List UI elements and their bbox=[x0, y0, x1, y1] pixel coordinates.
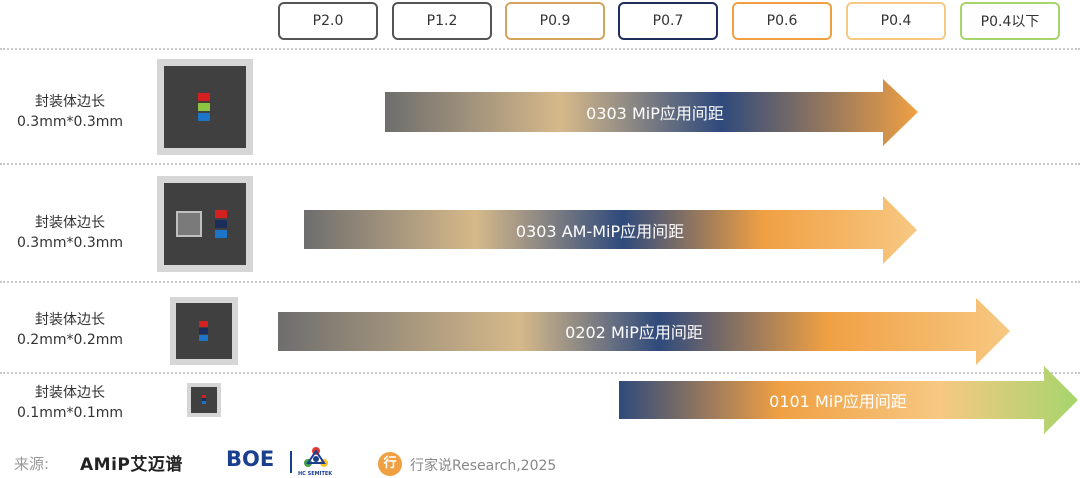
logo-divider bbox=[290, 451, 292, 473]
row-divider bbox=[0, 372, 1080, 374]
row-label-title: 封装体边长 bbox=[35, 312, 105, 328]
boe-logo: BOE bbox=[226, 447, 275, 471]
package-image-0101-mip bbox=[187, 383, 221, 417]
arrow-shape bbox=[385, 79, 918, 146]
arrow-label-0101-mip: 0101 MiP应用间距 bbox=[769, 392, 907, 411]
pitch-p0-7: P0.7 bbox=[618, 2, 718, 40]
arrow-label-0202-mip: 0202 MiP应用间距 bbox=[565, 323, 703, 342]
blue-chip bbox=[198, 113, 210, 121]
xingjiashuo-icon: 行 bbox=[378, 452, 402, 476]
hc-semitek-text: HC SEMITEK bbox=[298, 471, 333, 477]
dark-chip bbox=[199, 328, 208, 334]
package-image-0303-mip bbox=[157, 59, 253, 155]
pitch-p2-0: P2.0 bbox=[278, 2, 378, 40]
row-label-size: 0.3mm*0.3mm bbox=[16, 114, 124, 130]
pitch-p0-9: P0.9 bbox=[505, 2, 605, 40]
amip-logo: AMiP艾迈谱 bbox=[80, 455, 183, 475]
pitch-p0-6: P0.6 bbox=[732, 2, 832, 40]
red-chip bbox=[202, 395, 206, 398]
row-label-size: 0.2mm*0.2mm bbox=[16, 332, 124, 348]
arrow-shape bbox=[304, 196, 917, 264]
hc-semitek-icon bbox=[304, 447, 328, 467]
blue-chip bbox=[199, 335, 208, 341]
driver-ic bbox=[176, 211, 202, 237]
pitch-p0-4-below: P0.4以下 bbox=[960, 2, 1060, 40]
arrow-label-0303-am-mip: 0303 AM-MiP应用间距 bbox=[515, 222, 685, 241]
arrow-shape bbox=[619, 366, 1078, 434]
blue-chip bbox=[202, 401, 206, 404]
row-divider bbox=[0, 163, 1080, 165]
pitch-p1-2: P1.2 bbox=[392, 2, 492, 40]
row-divider bbox=[0, 48, 1080, 50]
row-label-title: 封装体边长 bbox=[35, 385, 105, 401]
credit-text: 行家说Research,2025 bbox=[410, 458, 557, 474]
row-label-title: 封装体边长 bbox=[35, 94, 105, 110]
row-divider bbox=[0, 281, 1080, 283]
row-label: 封装体边长 0.1mm*0.1mm bbox=[0, 383, 140, 423]
green-chip bbox=[198, 103, 210, 111]
row-label: 封装体边长 0.3mm*0.3mm bbox=[0, 92, 140, 132]
arrow-shape bbox=[278, 298, 1010, 365]
row-label-size: 0.3mm*0.3mm bbox=[16, 235, 124, 251]
red-chip bbox=[199, 321, 208, 327]
dark-chip bbox=[215, 220, 227, 228]
arrow-label-0303-mip: 0303 MiP应用间距 bbox=[586, 104, 724, 123]
row-label-size: 0.1mm*0.1mm bbox=[16, 405, 124, 421]
row-label: 封装体边长 0.2mm*0.2mm bbox=[0, 310, 140, 350]
row-label-title: 封装体边长 bbox=[35, 215, 105, 231]
package-image-0303-am-mip bbox=[157, 176, 253, 272]
red-chip bbox=[215, 210, 227, 218]
red-chip bbox=[198, 93, 210, 101]
pitch-p0-4: P0.4 bbox=[846, 2, 946, 40]
row-label: 封装体边长 0.3mm*0.3mm bbox=[0, 213, 140, 253]
dark-chip bbox=[202, 398, 206, 401]
package-image-0202-mip bbox=[170, 297, 238, 365]
blue-chip bbox=[215, 230, 227, 238]
source-label: 来源: bbox=[14, 455, 50, 473]
